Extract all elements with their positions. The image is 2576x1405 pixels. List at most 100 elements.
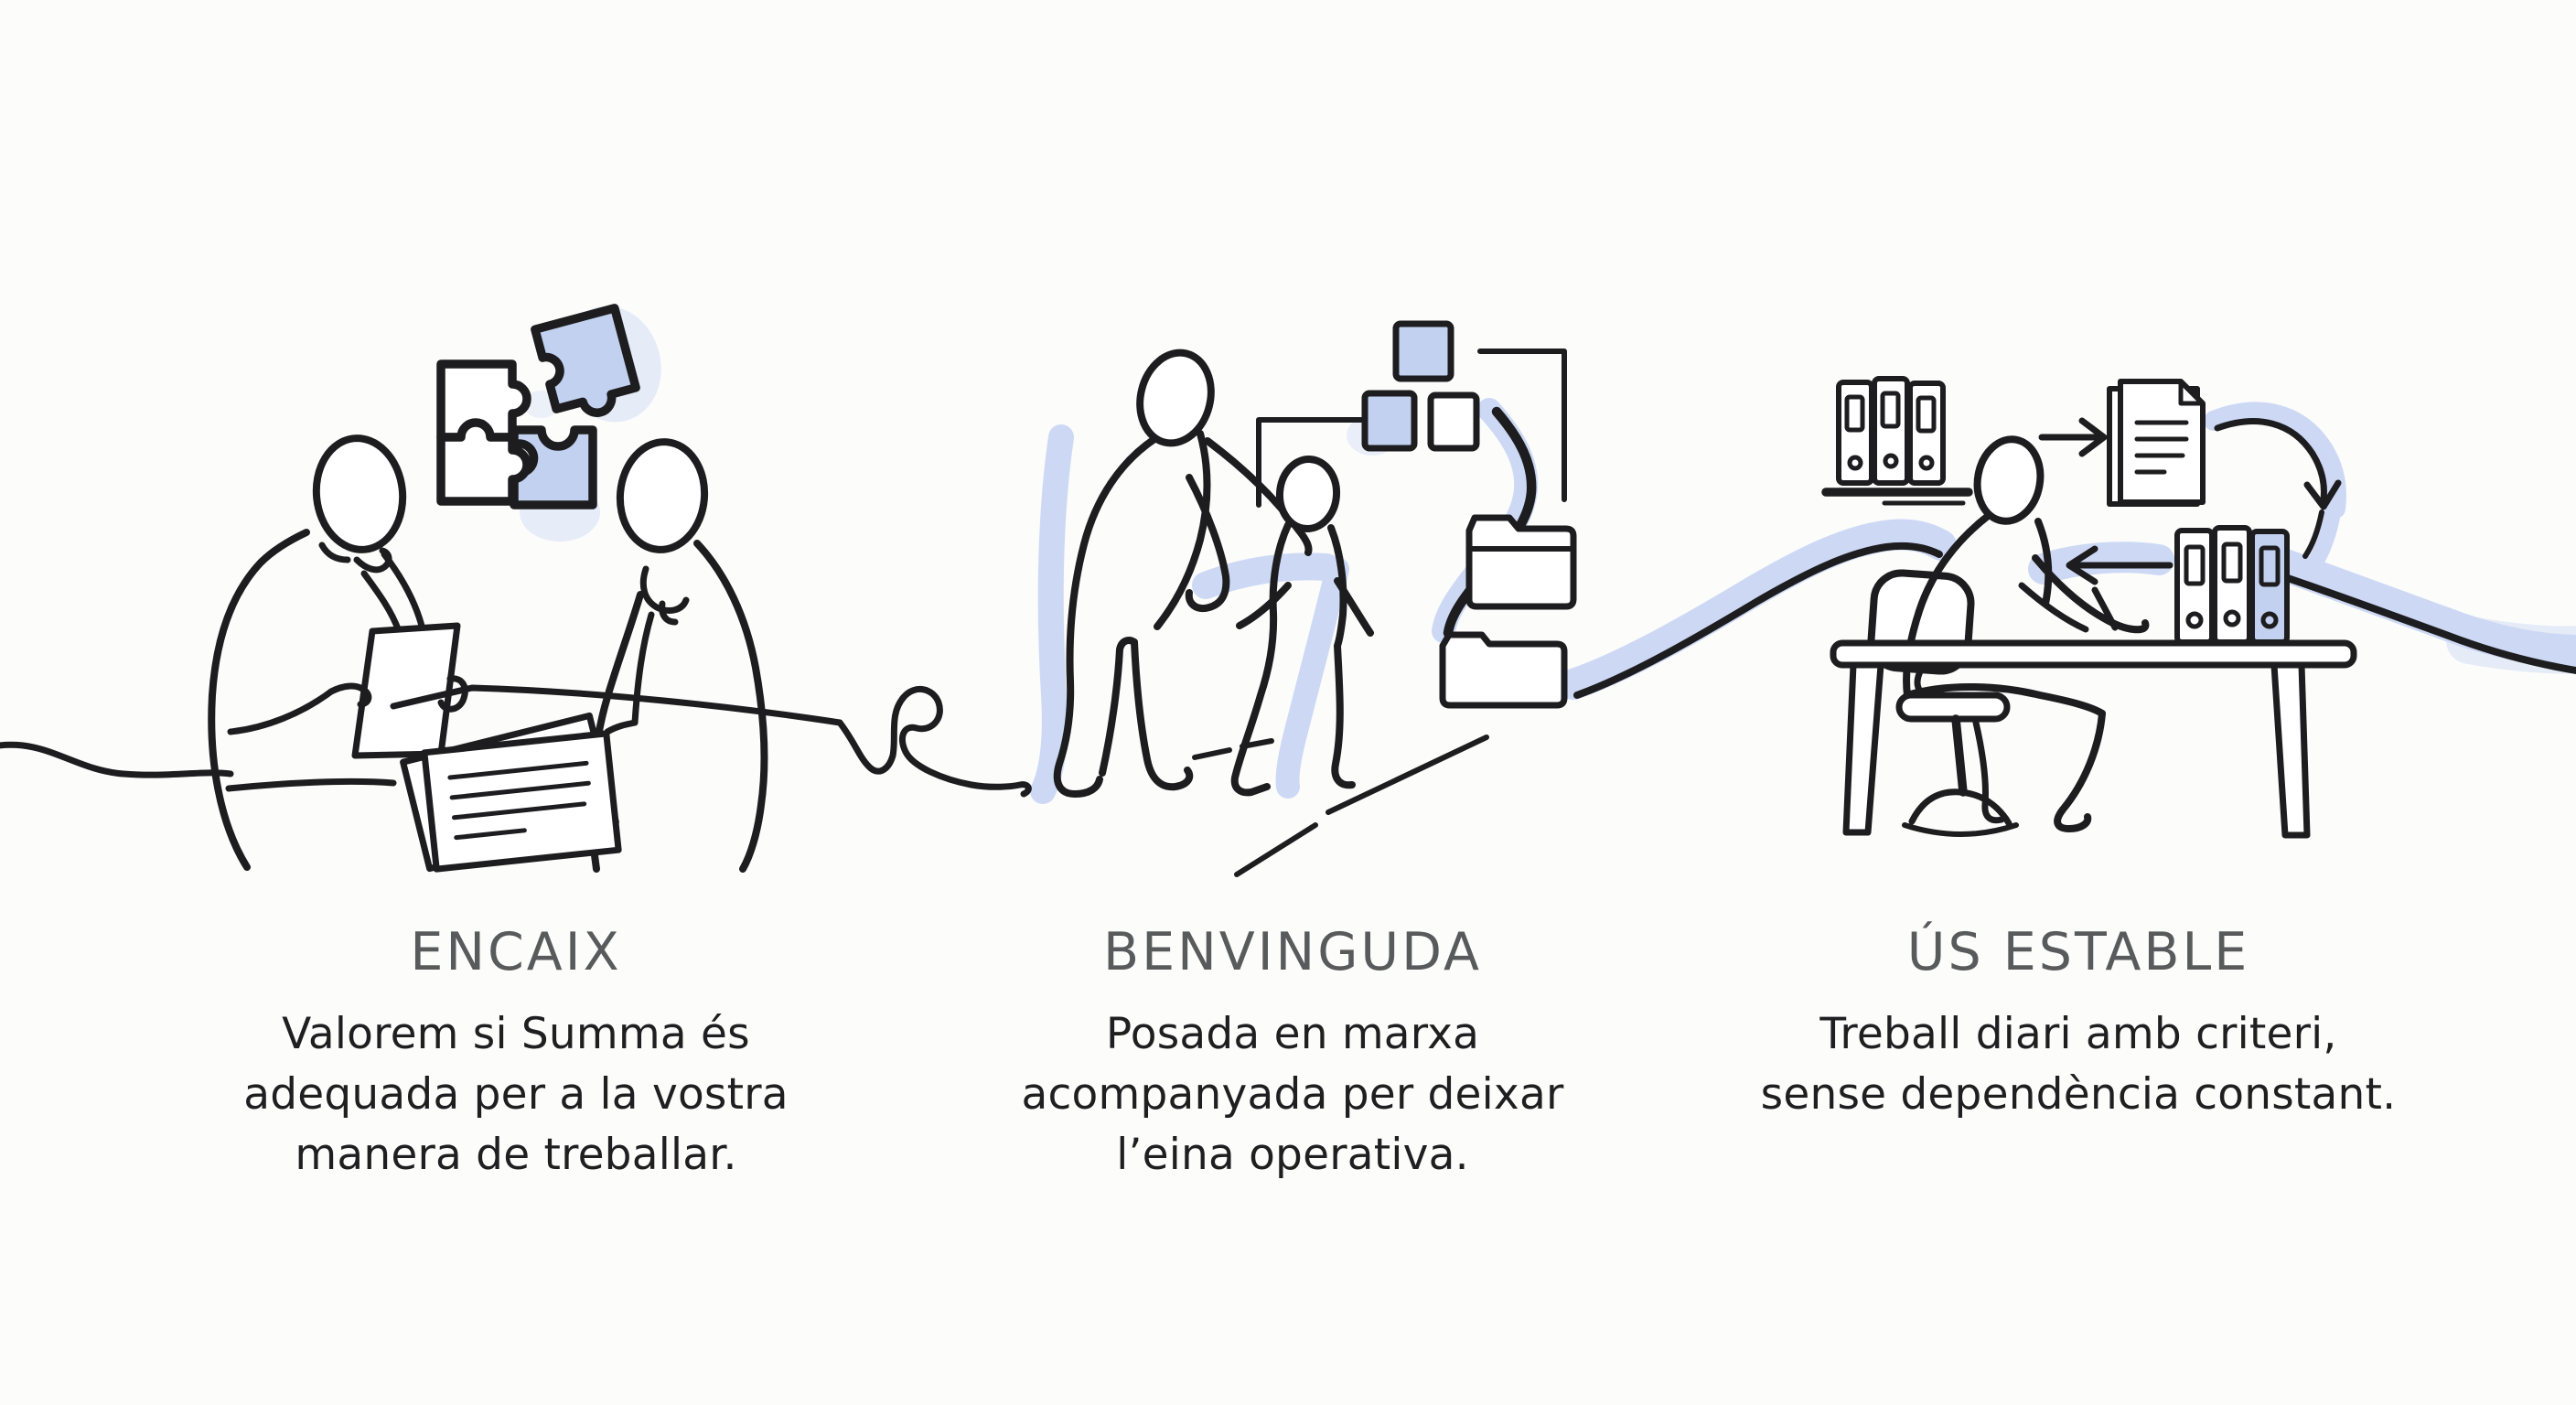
blue-path-ribbon xyxy=(2304,504,2341,575)
continuous-thread-line xyxy=(0,686,1032,798)
flowchart-icon xyxy=(1256,320,1567,508)
adult-guide-figure xyxy=(1053,349,1313,798)
chair-base-arc xyxy=(1902,822,2019,837)
worker-arm-inner xyxy=(2018,582,2089,633)
step-title: ENCAIX xyxy=(410,922,622,982)
ground-dash xyxy=(1240,738,1274,749)
binder-ring-hole xyxy=(2223,609,2241,627)
panel-benvinguda-illustration xyxy=(1053,320,1943,877)
binder-ring-hole xyxy=(1883,453,1899,469)
person-working-figure xyxy=(1903,435,2150,832)
step-caption-benvinguda: BENVINGUDA Posada en marxa acompanyada p… xyxy=(988,922,1597,1185)
folder-open-body xyxy=(1465,514,1577,610)
curved-arrow-tail xyxy=(2302,509,2324,559)
document-icon xyxy=(2107,379,2206,507)
flowchart-bracket-left xyxy=(1256,417,1366,508)
person-right-thinking xyxy=(588,438,768,873)
wave-line-right xyxy=(2279,573,2576,675)
binder-label xyxy=(2221,542,2243,584)
folder-closed-body xyxy=(1439,631,1568,709)
panel-us-estable-illustration xyxy=(1821,376,2576,839)
worker-head xyxy=(1973,435,2045,525)
blue-path-ribbon xyxy=(1275,557,1349,799)
binder-ring-hole xyxy=(2260,611,2279,629)
puzzle-piece-white-top xyxy=(436,359,531,442)
chair-base-legs xyxy=(1908,788,2012,827)
step-description: Treball diari amb criteri, sense dependè… xyxy=(1731,1004,2426,1125)
person-right-head xyxy=(616,438,709,553)
step-caption-us-estable: ÚS ESTABLE Treball diari amb criteri, se… xyxy=(1731,922,2426,1125)
meeting-table xyxy=(390,684,843,873)
document-fold-corner xyxy=(2178,379,2206,406)
curved-arrow-head xyxy=(2303,479,2342,510)
blue-path-ribbon xyxy=(1558,519,1957,700)
folder-open-icon xyxy=(1465,514,1577,610)
child-head xyxy=(1275,456,1341,532)
description-line: Valorem si Summa és xyxy=(282,1009,750,1059)
person-right-body-right xyxy=(693,540,768,873)
flowchart-square-blue-top xyxy=(1392,320,1454,382)
description-line: sense dependència constant. xyxy=(1760,1068,2397,1120)
binder-label xyxy=(1880,391,1901,429)
description-line: acompanyada per deixar xyxy=(1021,1068,1564,1120)
person-left-hand-grip xyxy=(437,675,468,713)
step-title: ÚS ESTABLE xyxy=(1906,922,2250,982)
chair-pedestal xyxy=(1951,714,1968,797)
flowchart-square-white xyxy=(1427,391,1480,452)
folder-closed-icon xyxy=(1439,631,1568,709)
panel-encaix-illustration xyxy=(208,304,843,873)
person-right-forearm xyxy=(631,611,655,726)
child-figure xyxy=(1230,456,1374,797)
arrow-head xyxy=(2066,545,2098,585)
desk-leg-left xyxy=(1842,661,1884,836)
person-left-arm-under xyxy=(227,688,335,735)
worker-back-leg xyxy=(1972,719,2005,824)
adult-head xyxy=(1136,349,1215,447)
wave-line-left xyxy=(1573,542,1943,699)
description-line: l’eina operativa. xyxy=(1116,1129,1469,1180)
paper-sheet-front xyxy=(421,730,622,873)
adult-inner-leg xyxy=(1099,637,1138,777)
document-sheet-front xyxy=(2118,379,2206,505)
chair-seat xyxy=(1895,692,2011,723)
description-line: manera de treballar. xyxy=(295,1129,737,1180)
pen-in-hand xyxy=(2091,586,2119,631)
ground-dash xyxy=(1192,747,1232,760)
binder-label xyxy=(1844,394,1865,433)
step-description: Posada en marxa acompanyada per deixar l… xyxy=(988,1004,1597,1185)
office-chair-icon xyxy=(1867,569,2019,837)
person-right-thumb xyxy=(659,600,679,626)
binder-label xyxy=(1916,395,1937,434)
desk-leg-right xyxy=(2270,661,2311,839)
child-back-and-back-leg xyxy=(1230,521,1292,797)
puzzle-icon xyxy=(436,304,640,509)
floor-diagonal-line xyxy=(1326,735,1489,815)
worker-thigh xyxy=(1904,683,2106,717)
step-caption-encaix: ENCAIX Valorem si Summa és adequada per … xyxy=(214,922,818,1185)
worker-chest xyxy=(2034,518,2053,607)
desk-top xyxy=(1830,639,2357,669)
desk-icon xyxy=(1830,639,2357,839)
binder-ring-hole xyxy=(1918,455,1935,471)
paper-in-hands xyxy=(351,622,461,759)
floor-diagonal-line xyxy=(1234,822,1318,877)
description-line: adequada per a la vostra xyxy=(243,1068,789,1120)
arrow-head xyxy=(2078,417,2108,457)
person-right-elbow xyxy=(604,719,639,735)
description-line: Posada en marxa xyxy=(1105,1009,1480,1059)
puzzle-piece-blue-detached xyxy=(531,304,640,417)
blue-path-ribbon xyxy=(1030,424,1074,804)
adult-back-and-back-leg xyxy=(1053,435,1158,798)
puzzle-piece-white-bottom xyxy=(436,418,531,506)
worker-shin-foot xyxy=(2054,710,2106,832)
person-left-body xyxy=(208,529,310,871)
binder-ring-hole xyxy=(2185,611,2204,629)
binder-label xyxy=(2259,545,2281,587)
person-left-thinking xyxy=(208,434,468,871)
step-description: Valorem si Summa és adequada per a la vo… xyxy=(214,1004,818,1185)
person-left-head xyxy=(312,434,407,553)
thread-loop-line xyxy=(836,686,1032,798)
description-line: Treball diari amb criteri, xyxy=(1819,1009,2337,1059)
binder-label xyxy=(2184,544,2206,586)
